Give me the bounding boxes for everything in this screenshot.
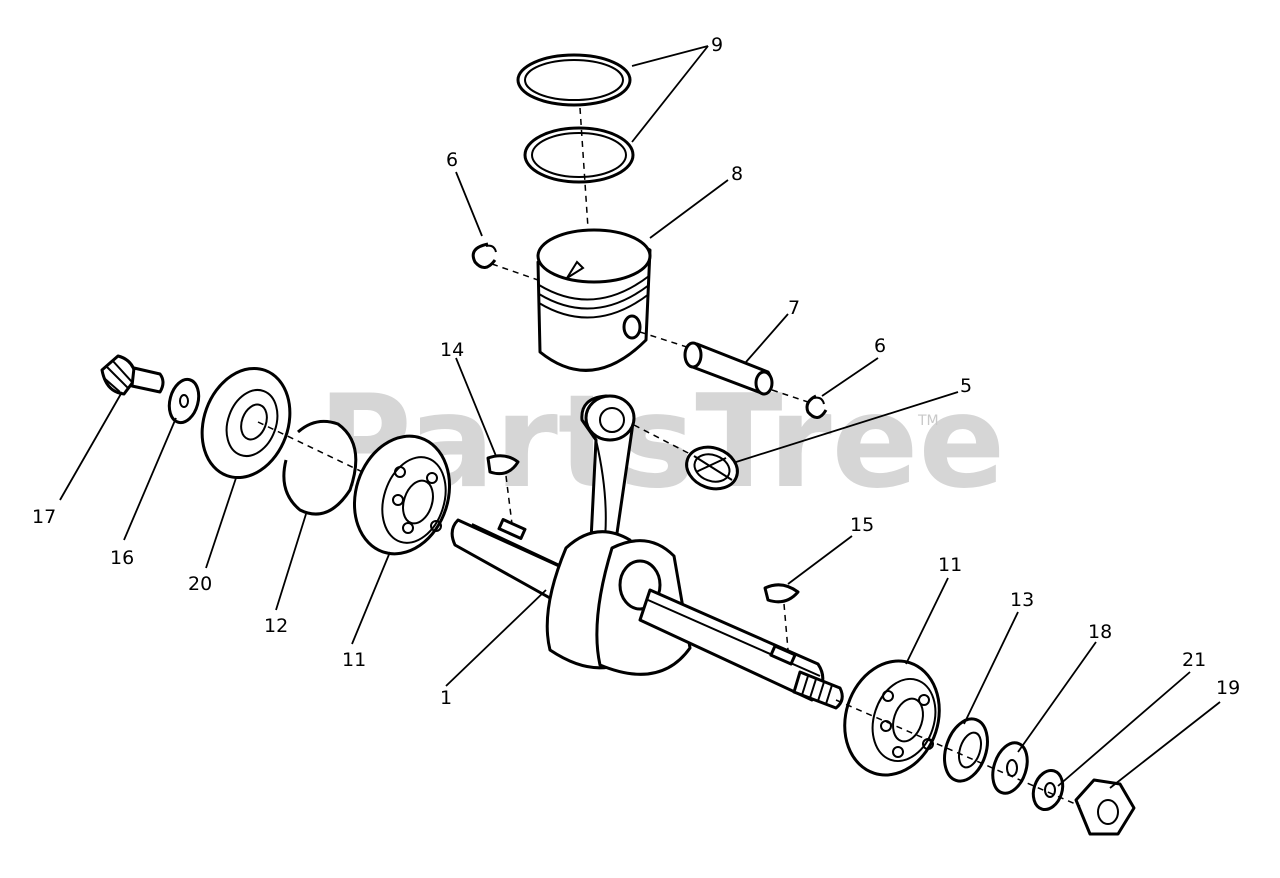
watermark-trademark: TM bbox=[917, 413, 939, 429]
nut-19 bbox=[1074, 778, 1136, 836]
callout-11: 11 bbox=[938, 554, 962, 576]
wrist-pin bbox=[683, 341, 774, 396]
callout-21: 21 bbox=[1182, 649, 1206, 671]
callout-6: 6 bbox=[874, 335, 886, 357]
circlip-right bbox=[805, 394, 828, 419]
woodruff-key-15 bbox=[763, 583, 800, 604]
callout-7: 7 bbox=[788, 297, 800, 319]
callout-16: 16 bbox=[110, 547, 134, 569]
washer-16 bbox=[167, 377, 201, 425]
callout-6: 6 bbox=[446, 149, 458, 171]
snap-ring-12 bbox=[282, 419, 358, 516]
needle-bearing bbox=[685, 445, 739, 491]
piston bbox=[536, 228, 652, 372]
callout-17: 17 bbox=[32, 506, 56, 528]
circlip-left bbox=[471, 242, 497, 269]
leader-lines bbox=[59, 45, 1221, 789]
callout-14: 14 bbox=[440, 339, 464, 361]
callout-9: 9 bbox=[711, 34, 723, 56]
woodruff-key-14 bbox=[486, 454, 520, 476]
callouts: 9 8 6 7 6 5 14 15 17 16 20 12 11 1 11 13… bbox=[32, 34, 1240, 709]
crankshaft-assembly bbox=[450, 394, 844, 710]
callout-20: 20 bbox=[188, 573, 212, 595]
ring-centerline bbox=[579, 107, 589, 229]
screw-17 bbox=[100, 354, 165, 396]
callout-19: 19 bbox=[1216, 677, 1240, 699]
callout-11: 11 bbox=[342, 649, 366, 671]
callout-13: 13 bbox=[1010, 589, 1034, 611]
callout-5: 5 bbox=[960, 375, 972, 397]
oil-seal-13 bbox=[943, 717, 989, 783]
callout-1: 1 bbox=[440, 687, 452, 709]
washer-18 bbox=[991, 741, 1029, 795]
callout-15: 15 bbox=[850, 514, 874, 536]
bearing-20 bbox=[200, 366, 292, 480]
bearing-11-left bbox=[352, 434, 452, 556]
bearing-11-right bbox=[843, 659, 941, 777]
callout-12: 12 bbox=[264, 615, 288, 637]
callout-18: 18 bbox=[1088, 621, 1112, 643]
piston-rings bbox=[516, 53, 635, 184]
callout-8: 8 bbox=[731, 163, 743, 185]
lock-washer-21 bbox=[1031, 768, 1065, 812]
